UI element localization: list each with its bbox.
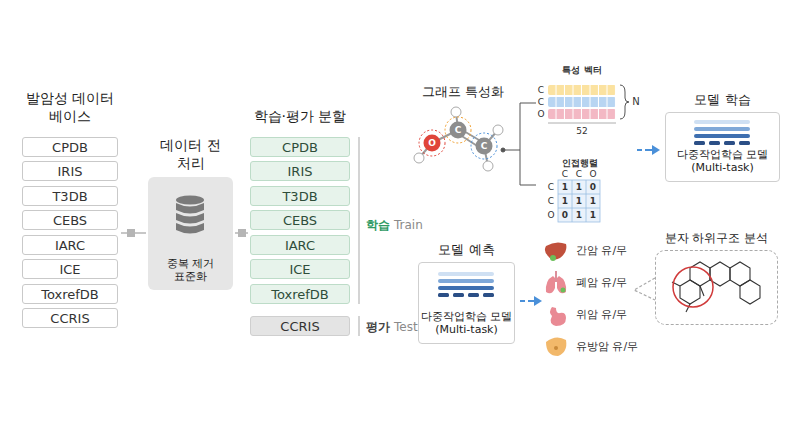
text-label: 1: [590, 210, 596, 221]
box-body: 중복 제거 표준화: [162, 257, 220, 285]
box-label: T3DB: [52, 189, 87, 204]
model-box: 모델 예측다중작업학습 모델 (Multi-task): [418, 262, 515, 344]
text-label: 1: [562, 196, 568, 207]
database-box: CPDB: [22, 137, 118, 157]
train-box: CPDB: [250, 137, 350, 157]
adjacency-matrix: [558, 180, 600, 222]
text-label: 1: [576, 182, 582, 193]
text-label: 유방암 유/무: [576, 340, 638, 353]
preprocess-box: 데이터 전처리중복 제거 표준화: [148, 177, 233, 290]
text-label: 1: [576, 196, 582, 207]
text-label: C: [481, 141, 488, 152]
text-label: 그래프 특성화: [422, 84, 504, 100]
database-box: IRIS: [22, 161, 118, 181]
text-label: N: [632, 96, 639, 108]
database-box: ToxrefDB: [22, 284, 118, 304]
database-box: CEBS: [22, 210, 118, 230]
text-label: C: [455, 125, 462, 136]
molecule-illustration: [414, 107, 503, 171]
text-label: 0: [590, 182, 596, 193]
callout-pointer: [634, 278, 655, 300]
box-label: CPDB: [52, 140, 88, 155]
text-label: 학습·평가 분할: [254, 108, 347, 125]
text-label: C: [538, 97, 544, 108]
split-bracket: [358, 137, 359, 336]
box-body: 다중작업학습 모델 (Multi-task): [421, 310, 513, 338]
text-label: 1: [590, 196, 596, 207]
text-label: O: [428, 138, 436, 149]
train-box: ICE: [250, 259, 350, 279]
box-label: T3DB: [282, 189, 317, 204]
text-label: 평가: [366, 320, 390, 334]
flow-arrow: [520, 145, 660, 306]
text-label: C: [576, 169, 582, 180]
box-label: CEBS: [53, 213, 87, 228]
text-label: O: [589, 169, 596, 180]
feature-vector: [548, 85, 629, 123]
text-label: 1: [576, 210, 582, 221]
box-label: IARC: [55, 238, 85, 253]
box-label: CPDB: [282, 140, 318, 155]
train-box: ToxrefDB: [250, 284, 350, 304]
box-label: ToxrefDB: [41, 287, 99, 302]
box-heading: 데이터 전처리: [160, 137, 222, 172]
text-label: 1: [562, 182, 568, 193]
organ-icons: [545, 242, 567, 356]
text-label: 학습: [366, 218, 390, 232]
text-label: 52: [576, 126, 587, 137]
text-label: Test: [394, 320, 418, 334]
train-box: CEBS: [250, 210, 350, 230]
text-label: 인접행렬: [562, 158, 598, 169]
box-heading: 분자 하위구조 분석: [637, 231, 792, 246]
box-label: ICE: [289, 262, 310, 277]
box-label: CEBS: [283, 213, 317, 228]
text-label: 위암 유/무: [576, 308, 627, 321]
box-heading: 모델 예측: [412, 242, 522, 258]
test-box: CCRIS: [250, 316, 350, 336]
branch-lines: [501, 103, 536, 185]
text-label: O: [537, 109, 544, 120]
text-label: 간암 유/무: [576, 244, 627, 257]
box-heading: 모델 학습: [668, 92, 778, 108]
text-label: 폐암 유/무: [576, 276, 627, 289]
text-label: 발암성 데이터베이스: [20, 90, 120, 125]
database-box: IARC: [22, 235, 118, 255]
model-box: 모델 학습다중작업학습 모델 (Multi-task): [665, 112, 780, 182]
database-box: ICE: [22, 259, 118, 279]
box-label: CCRIS: [280, 319, 319, 334]
train-box: T3DB: [250, 186, 350, 206]
box-label: IRIS: [288, 164, 313, 179]
text-label: 0: [562, 210, 568, 221]
box-label: IARC: [285, 238, 315, 253]
database-box: T3DB: [22, 186, 118, 206]
text-label: 특성 벡터: [562, 65, 601, 76]
text-label: O: [547, 210, 554, 221]
train-box: IRIS: [250, 161, 350, 181]
train-box: IARC: [250, 235, 350, 255]
box-body: 다중작업학습 모델 (Multi-task): [675, 148, 771, 176]
box-label: ICE: [59, 262, 80, 277]
analysis-box: 분자 하위구조 분석: [655, 250, 778, 325]
database-box: CCRIS: [22, 308, 118, 328]
box-label: ToxrefDB: [271, 287, 329, 302]
text-label: C: [548, 182, 554, 193]
box-label: CCRIS: [50, 311, 89, 326]
text-label: Train: [394, 218, 423, 232]
text-label: C: [562, 169, 568, 180]
box-label: IRIS: [58, 164, 83, 179]
text-label: C: [538, 85, 544, 96]
text-label: C: [548, 196, 554, 207]
